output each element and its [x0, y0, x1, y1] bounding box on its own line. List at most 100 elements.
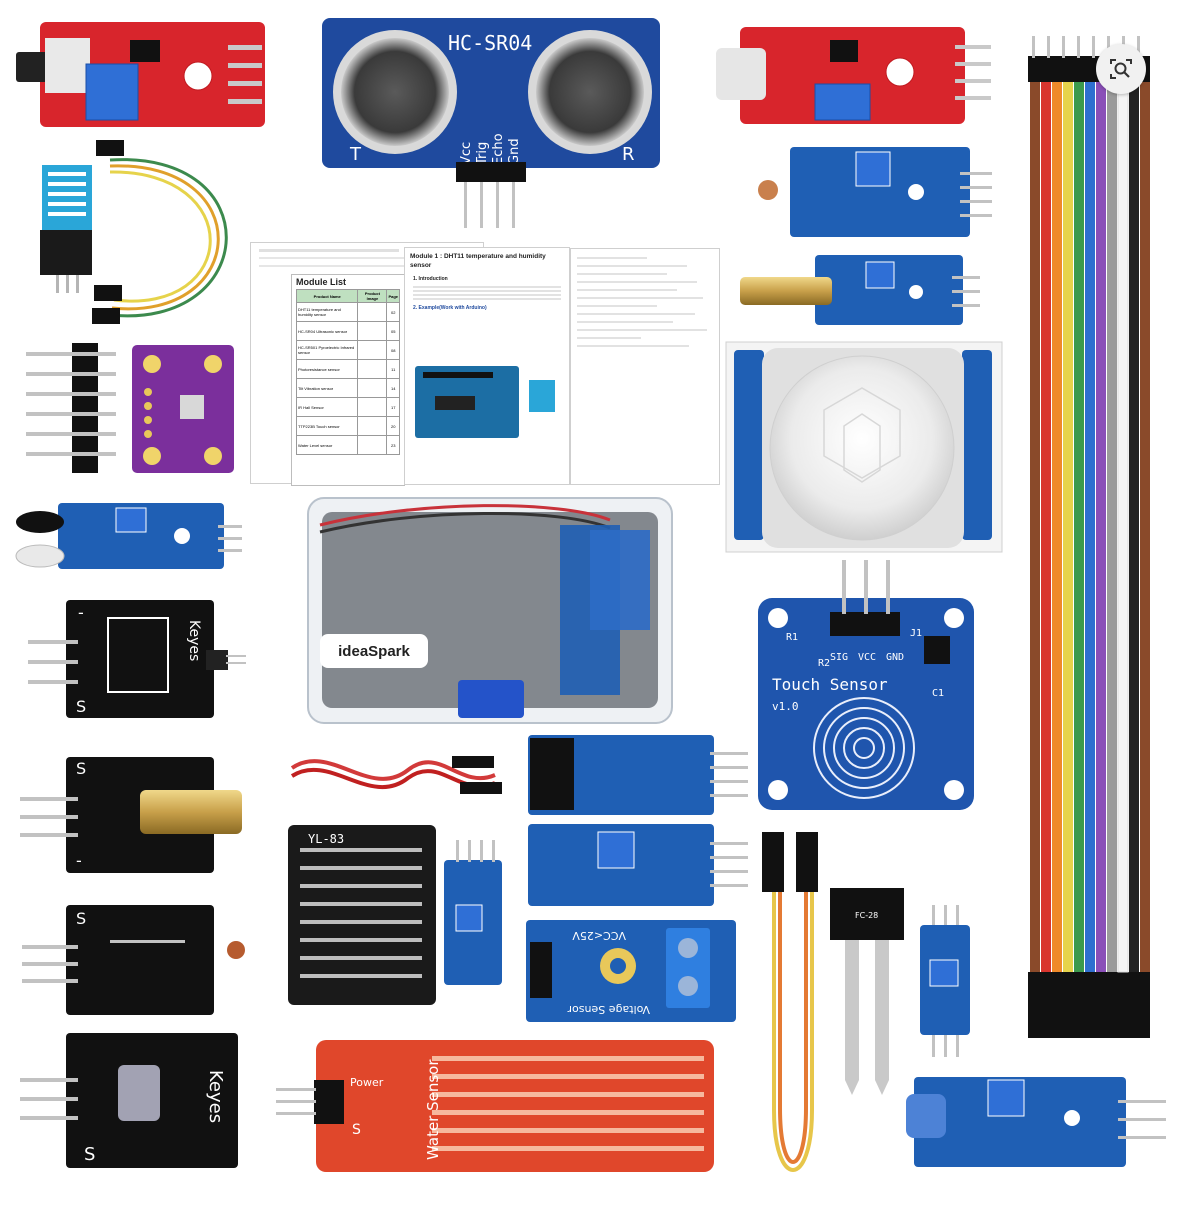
keyes-label-1: Keyes	[186, 620, 202, 661]
manual-section-intro: 1. Introduction	[413, 276, 448, 282]
rain-control-module	[444, 840, 502, 985]
module-list-title: Module List	[296, 277, 346, 287]
module-image-cell	[357, 359, 388, 379]
photo-s-label: S	[76, 909, 86, 928]
pin-vcc-label: Vcc	[459, 142, 474, 165]
laser-s-label: S	[76, 759, 86, 778]
ir-obstacle-module	[15, 503, 242, 569]
voltage-sensor-module: VCC<25V Voltage Sensor	[526, 920, 736, 1022]
search-lens-icon	[1110, 59, 1132, 79]
module-list-row: Tilt Vibration sensor 14	[295, 378, 400, 398]
pin-header-strip	[26, 343, 116, 473]
water-power-label: Power	[350, 1076, 384, 1089]
ir-s-label: S	[84, 1144, 95, 1165]
arduino-board-image	[415, 366, 519, 438]
visual-search-button[interactable]	[1096, 44, 1146, 94]
water-s-label: S	[352, 1122, 361, 1138]
black-laser-module: - S	[20, 757, 242, 873]
touch-sensor-module: Touch Sensor v1.0 SIG VCC GND R1 R2 C1 J…	[758, 560, 974, 810]
col-name: Product Name	[295, 289, 359, 303]
water-level-sensor: Power S Water Sensor	[276, 1040, 714, 1172]
touch-r1-label: R1	[786, 632, 798, 643]
module-image-cell	[357, 416, 388, 436]
module-page-cell: 08	[386, 340, 400, 360]
module-name-cell: DHT11 temperature and humidity sensor	[295, 302, 359, 322]
module-page-cell: 02	[386, 302, 400, 322]
module-name-cell: Photoresistance sensor	[295, 359, 359, 379]
manual-section-example: 2. Example(Work with Arduino)	[413, 305, 487, 311]
dht11-wired-image	[529, 380, 555, 412]
water-sensor-label: Water Sensor	[424, 1059, 442, 1160]
col-image: Product Image	[357, 289, 388, 303]
vibration-module	[906, 1077, 1166, 1167]
module-list-sheet: Module List Product Name Product Image P…	[291, 274, 405, 486]
purple-pressure-sensor	[132, 345, 234, 473]
red-sensor-module-topleft	[16, 22, 265, 127]
hc-sr04-r-label: R	[622, 144, 635, 165]
plastic-storage-case	[307, 497, 673, 724]
touch-vcc-label: VCC	[858, 652, 876, 663]
tilt-small-module	[920, 905, 970, 1057]
touch-c1-label: C1	[932, 688, 944, 699]
keyes-s-label: S	[76, 697, 86, 716]
module-name-cell: HC-SR501 Pyroelectric Infrared sensor	[295, 340, 359, 360]
voltage-sensor-label: Voltage Sensor	[567, 1003, 650, 1016]
manual-code-page	[570, 248, 720, 485]
voltage-rating-label: VCC<25V	[572, 929, 626, 942]
module-page-cell: 11	[386, 359, 400, 379]
red-sound-module	[716, 27, 991, 124]
hc-sr04-ultrasonic-sensor: HC-SR04 T R Vcc Trig Echo Gnd	[322, 18, 660, 228]
rain-sensor-model: YL-83	[308, 832, 344, 846]
col-page: Page	[386, 289, 400, 303]
module-image-cell	[357, 302, 388, 322]
module-image-cell	[357, 435, 388, 455]
touch-sensor-version: v1.0	[772, 700, 799, 713]
module-list-row: DHT11 temperature and humidity sensor 02	[295, 302, 400, 322]
manual-page-title: Module 1 : DHT11 temperature and humidit…	[410, 253, 546, 269]
module-name-cell: Tilt Vibration sensor	[295, 378, 359, 398]
sound-sensor-module	[528, 824, 748, 906]
module-name-cell: TTP223B Touch sensor	[295, 416, 359, 436]
module-page-cell: 05	[386, 321, 400, 341]
black-ir-receiver-module: S Keyes	[20, 1033, 238, 1168]
blue-light-module	[758, 147, 992, 237]
module-list-row: HC-SR04 Ultrasonic sensor 05	[295, 321, 400, 341]
case-brand-label: ideaSpark	[338, 643, 410, 660]
soil-moisture-probe: FC-28	[830, 888, 904, 1095]
rain-sensor-board: YL-83	[288, 825, 436, 1005]
rainbow-ribbon-cable	[1028, 36, 1150, 1038]
module-list-table: Product Name Product Image Page DHT11 te…	[295, 289, 400, 455]
module-image-cell	[357, 321, 388, 341]
module-name-cell: HC-SR04 Ultrasonic sensor	[295, 321, 359, 341]
module-list-row: Photoresistance sensor 11	[295, 359, 400, 379]
keyes-label-2: Keyes	[205, 1070, 226, 1123]
hc-sr04-t-label: T	[349, 144, 362, 165]
hc-sr04-label: HC-SR04	[448, 31, 532, 55]
touch-sig-label: SIG	[830, 652, 848, 663]
touch-sensor-title: Touch Sensor	[772, 675, 888, 694]
module-page-cell: 17	[386, 397, 400, 417]
module-image-cell	[357, 378, 388, 398]
module-list-row: HC-SR501 Pyroelectric Infrared sensor 08	[295, 340, 400, 360]
module-page-cell: 14	[386, 378, 400, 398]
touch-gnd-label: GND	[886, 652, 904, 663]
touch-r2-label: R2	[818, 658, 830, 669]
ir-slot-module	[528, 735, 748, 815]
module-page-cell: 23	[386, 435, 400, 455]
brass-probe-module	[740, 255, 980, 325]
pir-motion-sensor	[725, 341, 1003, 553]
soil-probe-model: FC-28	[855, 911, 878, 920]
dht11-manual-page: Module 1 : DHT11 temperature and humidit…	[404, 247, 570, 485]
laser-minus-label: -	[76, 851, 82, 870]
module-image-cell	[357, 397, 388, 417]
jumper-wire-loop	[92, 140, 228, 324]
keyes-minus-label: -	[78, 603, 84, 622]
pin-gnd-label: Gnd	[507, 138, 522, 165]
black-photoresistor-module: S	[22, 905, 245, 1015]
module-image-cell	[357, 340, 388, 360]
red-cable-coil	[290, 756, 502, 794]
module-list-header-row: Product Name Product Image Page	[295, 289, 400, 303]
